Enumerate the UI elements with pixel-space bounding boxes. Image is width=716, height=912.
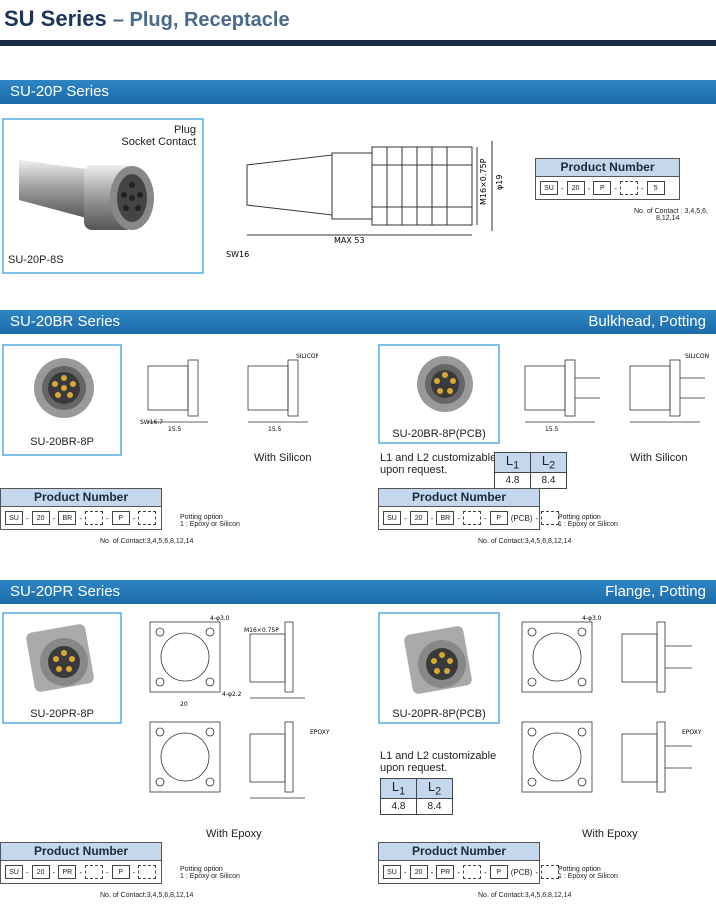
dim-length: MAX 53 (334, 236, 365, 245)
drawing-su20pr-pcb: 4-φ3.0 EPOXY (521, 615, 702, 793)
drawing-su20pr: 4-φ3.0 M16×0.75P 4-φ2.2 20 EPOXY (149, 615, 330, 799)
dim-dia: φ19 (495, 175, 504, 190)
silicon-tag: SILICON (296, 353, 318, 360)
product-number-su20br: Product Number SU- 20- BR- - P- (0, 488, 162, 530)
pn-header: Product Number (1, 843, 161, 861)
svg-text:20: 20 (180, 701, 188, 708)
pn-note: No. of Contact:3,4,5,6,8,12,14 (478, 538, 572, 545)
pn-box (620, 181, 639, 195)
model-label: SU-20P-8S (8, 254, 64, 266)
connector-image (26, 624, 94, 692)
dim: 15.5 (168, 426, 182, 433)
dim-sw: SW16 (226, 250, 249, 259)
with-silicon-label: With Silicon (630, 452, 688, 464)
section-title: SU-20P Series (10, 83, 109, 100)
model-label: SU-20PR-8P(PCB) (392, 708, 486, 720)
pn-box: SU (540, 181, 558, 195)
pn-header: Product Number (1, 489, 161, 507)
pn-note: No. of Contact:3,4,5,6,8,12,14 (478, 892, 572, 899)
section-right: Flange, Potting (605, 583, 706, 600)
dim: SW16.7 (140, 419, 163, 426)
drawing-su20br: 15.5 SW16.7 15.5 SILICON (140, 353, 318, 433)
pn-note: No. of Contact:3,4,5,6,8,12,14 (100, 538, 194, 545)
pn-header: Product Number (379, 489, 539, 507)
model-label: SU-20BR-8P (30, 436, 94, 448)
product-photo-su20pr: SU-20PR-8P (2, 612, 122, 724)
page-title: SU Series – Plug, Receptacle (4, 6, 290, 32)
model-label: SU-20PR-8P (30, 708, 94, 720)
product-number-su20p: Product Number SU- 20- P- - 5 (535, 158, 680, 200)
pn-header: Product Number (379, 843, 539, 861)
with-epoxy-label: With Epoxy (206, 828, 262, 840)
title-subtitle: – Plug, Receptacle (112, 9, 290, 31)
model-label: SU-20BR-8P(PCB) (392, 428, 486, 440)
connector-image (34, 358, 94, 418)
drawing-su20p: MAX 53 SW16 M16×0.75P φ19 (226, 141, 504, 259)
pn-header: Product Number (536, 159, 679, 177)
dim-thread: M16×0.75P (479, 158, 488, 205)
title-main: SU Series (4, 6, 107, 31)
product-number-su20pr-pcb: Product Number SU- 20- PR- - P (PCB)- (378, 842, 560, 884)
drawing-su20br-pcb: 15.5 SILICON (524, 353, 709, 433)
pn-note: No. of Contact:3,4,5,6,8,12,14 (100, 892, 194, 899)
section-title: SU-20BR Series (10, 313, 121, 330)
svg-text:EPOXY: EPOXY (682, 729, 702, 736)
pn-box: P (593, 181, 612, 195)
section-header-su20br: SU-20BR Series Bulkhead, Potting (0, 310, 716, 334)
connector-image (404, 626, 472, 694)
product-photo-su20br-pcb: SU-20BR-8P(PCB) (378, 344, 500, 444)
svg-text:4-φ2.2: 4-φ2.2 (222, 691, 242, 698)
silicon-tag: SILICON (685, 353, 709, 360)
product-photo-su20br: SU-20BR-8P (2, 344, 122, 456)
plug-image (19, 160, 154, 230)
pn-box: 20 (566, 181, 585, 195)
dim: 15.5 (545, 426, 559, 433)
product-number-su20pr: Product Number SU- 20- PR- - P- (0, 842, 162, 884)
pn-box: 5 (646, 181, 665, 195)
product-photo-su20pr-pcb: SU-20PR-8P(PCB) (378, 612, 500, 724)
svg-text:EPOXY: EPOXY (310, 729, 330, 736)
section-right: Bulkhead, Potting (588, 313, 706, 330)
with-silicon-label: With Silicon (254, 452, 312, 464)
pn-note: No. of Contact : 3,4,5,6,8,12,14 (634, 208, 708, 222)
svg-text:M16×0.75P: M16×0.75P (244, 627, 279, 634)
svg-text:4-φ3.0: 4-φ3.0 (210, 615, 230, 622)
svg-text:4-φ3.0: 4-φ3.0 (582, 615, 602, 622)
product-number-su20br-pcb: Product Number SU- 20- BR- - P (PCB)- (378, 488, 560, 530)
with-epoxy-label: With Epoxy (582, 828, 638, 840)
section-header-su20p: SU-20P Series (0, 80, 716, 104)
title-divider (0, 40, 716, 46)
connector-image (417, 356, 473, 412)
dim: 15.5 (268, 426, 282, 433)
section-title: SU-20PR Series (10, 583, 121, 600)
section-header-su20pr: SU-20PR Series Flange, Potting (0, 580, 716, 604)
